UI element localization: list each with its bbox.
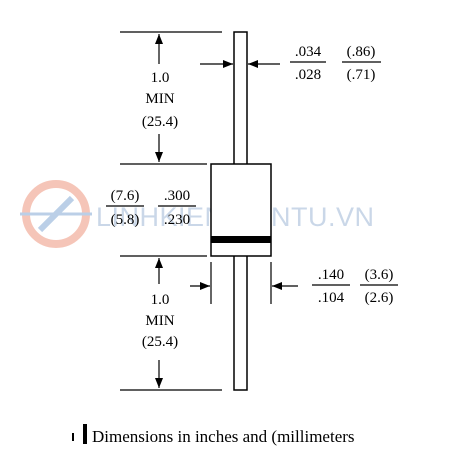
arrowhead — [200, 282, 210, 290]
body-dia-mm-max: (3.6) — [365, 267, 394, 283]
body-dia-in-max: .140 — [318, 267, 344, 283]
body-dia-mm-min: (2.6) — [365, 290, 394, 306]
top-lead-length-in: 1.0 — [151, 70, 170, 86]
cathode-band — [211, 236, 271, 243]
caption-tick — [72, 433, 74, 441]
top-lead-length-mm: (25.4) — [142, 114, 178, 130]
bottom-lead-min-label: MIN — [145, 313, 174, 329]
caption: Dimensions in inches and (millimeters — [92, 427, 355, 446]
bottom-lead-length-in: 1.0 — [151, 292, 170, 308]
arrowhead — [272, 282, 282, 290]
arrowhead — [155, 378, 163, 388]
body-dia-in-min: .104 — [318, 290, 345, 306]
watermark-logo — [20, 180, 92, 248]
lead-dia-mm-max: (.86) — [347, 44, 376, 60]
arrowhead — [248, 60, 258, 68]
lead-dia-in-min: .028 — [295, 67, 321, 83]
body-len-in-max: .300 — [164, 188, 190, 204]
arrowhead — [155, 152, 163, 162]
body-len-mm-max: (7.6) — [111, 188, 140, 204]
lead-dia-in-max: .034 — [295, 44, 322, 60]
caption-bar — [83, 424, 87, 444]
bottom-lead-length-mm: (25.4) — [142, 334, 178, 350]
lead-dia-mm-min: (.71) — [347, 67, 376, 83]
body-len-in-min: .230 — [164, 212, 190, 228]
top-lead-min-label: MIN — [145, 91, 174, 107]
arrowhead — [155, 258, 163, 268]
arrowhead — [223, 60, 233, 68]
arrowhead — [155, 34, 163, 44]
body-len-mm-min: (5.8) — [111, 212, 140, 228]
